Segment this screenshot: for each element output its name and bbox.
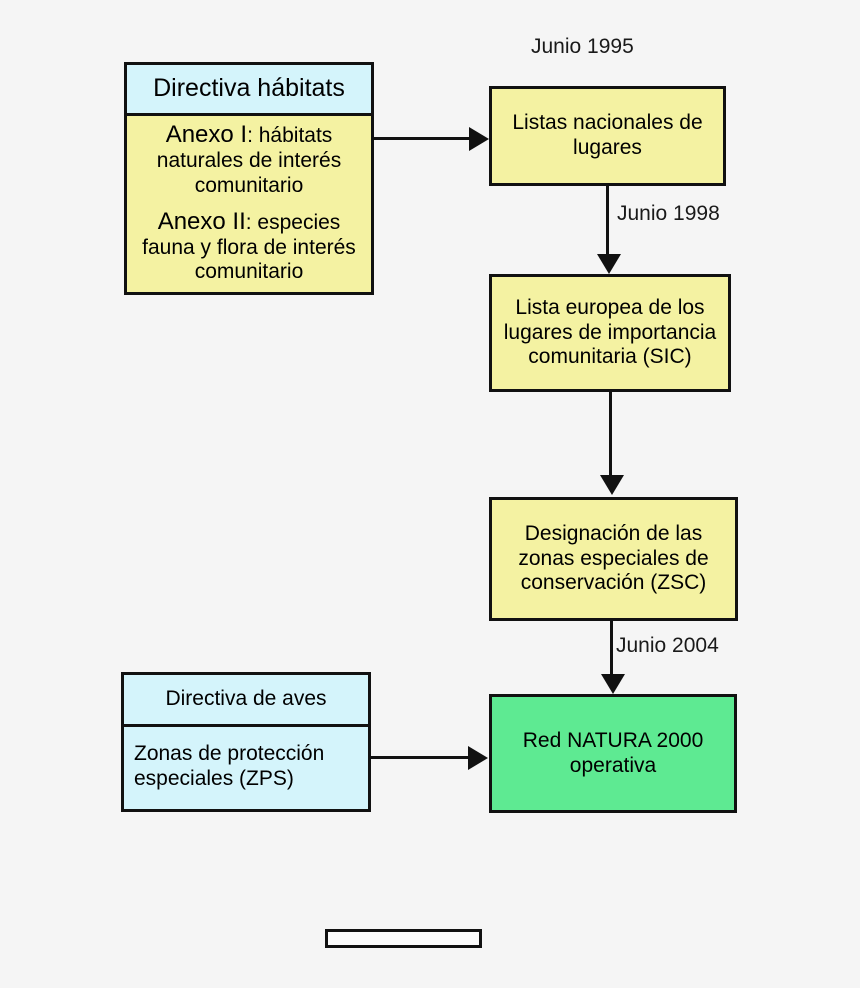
connector-habitats-to-listas [374, 137, 472, 140]
directiva-habitats-box: Directiva hábitats Anexo I: hábitats nat… [124, 62, 374, 295]
anexo-ii-line: Anexo II: especies fauna y flora de inte… [135, 208, 363, 285]
anexo-i-label: Anexo I [165, 121, 248, 149]
directiva-aves-box: Directiva de aves Zonas de protección es… [121, 672, 371, 812]
connector-zsc-to-natura [610, 621, 613, 678]
edge-label-junio-2004: Junio 2004 [616, 634, 719, 657]
listas-nacionales-box: Listas nacionales de lugares [489, 86, 726, 186]
directiva-habitats-header: Directiva hábitats [127, 65, 371, 116]
red-natura-2000-box: Red NATURA 2000 operativa [489, 694, 737, 813]
directiva-habitats-body: Anexo I: hábitats naturales de interés c… [127, 116, 371, 292]
footer-empty-box [325, 929, 482, 948]
red-natura-2000-label: Red NATURA 2000 operativa [522, 728, 704, 777]
connector-listas-to-sic [606, 186, 609, 258]
edge-label-junio-1995: Junio 1995 [531, 35, 634, 58]
anexo-i-text: : hábitats naturales de interés comunita… [156, 124, 342, 197]
arrow-head-right-icon [468, 746, 488, 770]
connector-sic-to-zsc [609, 392, 612, 479]
arrow-head-down-icon [600, 475, 624, 495]
lista-europea-sic-label: Lista europea de los lugares de importan… [503, 296, 717, 369]
anexo-ii-label: Anexo II [157, 207, 246, 235]
designacion-zsc-label: Designación de las zonas especiales de c… [518, 522, 709, 595]
directiva-aves-header: Directiva de aves [124, 675, 368, 727]
arrow-head-down-icon [601, 674, 625, 694]
arrow-head-right-icon [469, 127, 489, 151]
designacion-zsc-box: Designación de las zonas especiales de c… [489, 497, 738, 621]
lista-europea-sic-box: Lista europea de los lugares de importan… [489, 274, 731, 392]
anexo-ii-text: : especies fauna y flora de interés comu… [142, 210, 356, 284]
connector-aves-to-natura [371, 756, 471, 759]
arrow-head-down-icon [597, 254, 621, 274]
directiva-aves-body: Zonas de protección especiales (ZPS) [124, 727, 368, 809]
listas-nacionales-label: Listas nacionales de lugares [512, 111, 703, 159]
anexo-i-line: Anexo I: hábitats naturales de interés c… [135, 121, 363, 198]
edge-label-junio-1998: Junio 1998 [617, 202, 720, 225]
